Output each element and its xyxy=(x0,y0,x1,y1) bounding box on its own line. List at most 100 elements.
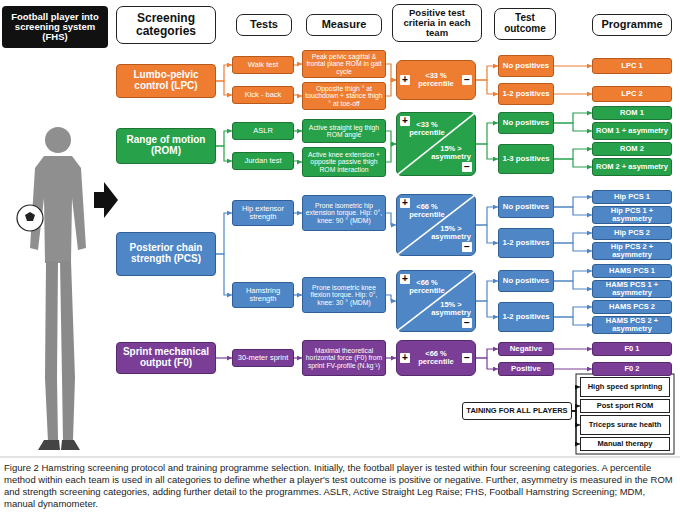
category-box: Range of motion (ROM) xyxy=(116,128,216,164)
measure-box: Opposite thigh ° at touchdown + stance t… xyxy=(302,82,386,110)
node-text: ROM 2 + asymmetry xyxy=(596,163,668,171)
node-text: Prone isometric hip extension torque. Hi… xyxy=(305,202,383,224)
outcome-box: Positive xyxy=(498,362,554,376)
connector xyxy=(554,233,592,243)
connector xyxy=(554,149,592,159)
connector xyxy=(476,80,498,94)
criterion-text: 15% > asymmetry xyxy=(431,225,471,241)
outcome-box: No positives xyxy=(498,270,554,292)
connector xyxy=(476,301,498,317)
node-text: Screening categories xyxy=(120,12,212,38)
criterion-text: 15% > asymmetry xyxy=(431,145,471,161)
training-frame xyxy=(576,374,674,454)
node-text: Range of motion (ROM) xyxy=(121,135,211,157)
programme-box: Hip PCS 1 xyxy=(592,190,672,204)
connector xyxy=(476,144,498,159)
node-text: Walk test xyxy=(248,61,279,69)
node-text: Positive test criteria in each team xyxy=(396,8,478,39)
connector xyxy=(216,254,232,295)
node-text: HAMS PCS 1 xyxy=(609,267,655,275)
node-text: Hip extensor strength xyxy=(235,205,291,221)
node-text: High speed sprinting xyxy=(588,383,663,391)
node-text: No positives xyxy=(503,203,549,211)
split-diagonal-line xyxy=(397,195,475,255)
node-text: HAMS PCS 2 xyxy=(609,303,655,311)
node-text: Peak pelvic sagittal & frontal plane ROM… xyxy=(305,53,383,75)
connector xyxy=(294,64,302,65)
node-text: Programme xyxy=(601,19,662,31)
connector xyxy=(216,65,232,81)
connector xyxy=(554,243,592,251)
connector xyxy=(386,357,396,358)
programme-box: Hip PCS 2 xyxy=(592,226,672,240)
entry-arrow xyxy=(94,182,118,218)
connector xyxy=(476,207,498,225)
connector xyxy=(554,93,592,94)
connector xyxy=(554,197,592,207)
criterion-text: <33 % percentile xyxy=(412,72,460,88)
test-box: Hamstring strength xyxy=(232,282,294,308)
measure-box: Prone isometric knee flexion torque. Hip… xyxy=(302,277,386,313)
connector xyxy=(572,411,580,444)
connector xyxy=(216,213,232,254)
criteria-box: +<33 % percentile15% > asymmetry− xyxy=(396,112,476,176)
node-text: Maximal theoretical horizontal force (F0… xyxy=(305,347,383,369)
node-text: Hamstring strength xyxy=(235,287,291,303)
connector xyxy=(386,64,396,80)
node-text: Football player into screening system (F… xyxy=(6,12,104,43)
programme-box: HAMS PCS 1 + asymmetry xyxy=(592,280,672,298)
criteria-box: +<66 % percentile− xyxy=(396,340,476,376)
sign-icon: − xyxy=(462,242,472,252)
category-box: Sprint mechanical output (F0) xyxy=(116,342,216,374)
sign-icon: + xyxy=(400,353,410,363)
programme-box: HAMS PCS 2 + asymmetry xyxy=(592,316,672,334)
criteria-box: +<66 % percentile15% > asymmetry− xyxy=(396,194,476,256)
category-box: Posterior chain strength (PCS) xyxy=(116,232,216,276)
connector xyxy=(294,212,302,213)
figure-caption: Figure 2 Hamstring screening protocol an… xyxy=(4,462,676,510)
connector xyxy=(476,349,498,358)
node-text: Kick - back xyxy=(245,91,282,99)
player-boot xyxy=(38,440,60,450)
programme-box: LPC 2 xyxy=(592,86,672,102)
node-text: F0 1 xyxy=(624,345,639,353)
football xyxy=(17,205,43,231)
node-text: 1-2 positives xyxy=(502,313,549,321)
test-box: 30-meter sprint xyxy=(232,349,294,367)
node-text: No positives xyxy=(503,119,549,127)
caption-rule xyxy=(0,457,680,458)
node-text: ROM 2 xyxy=(620,145,644,153)
connector xyxy=(554,113,592,123)
measure-box: Maximal theoretical horizontal force (F0… xyxy=(302,340,386,376)
criterion-text: <66 % percentile xyxy=(409,279,445,295)
node-text: Jurdan test xyxy=(244,157,281,165)
measure-box: Active knee extension + opposite passive… xyxy=(302,147,386,177)
node-text: LPC 2 xyxy=(621,90,642,98)
node-text: Opposite thigh ° at touchdown + stance t… xyxy=(305,85,383,107)
programme-box: ROM 1 xyxy=(592,106,672,120)
player-leg xyxy=(45,261,58,442)
column-header: Screening categories xyxy=(116,6,216,44)
node-text: ROM 1 xyxy=(620,109,644,117)
node-text: Lumbo-pelvic control (LPC) xyxy=(121,70,211,92)
criterion-text: 15% > asymmetry xyxy=(431,301,471,317)
training-item-box: Triceps surae health xyxy=(580,415,670,435)
node-text: Active knee extension + opposite passive… xyxy=(305,151,383,173)
outcome-box: 1-2 positives xyxy=(498,83,554,105)
split-diagonal-line xyxy=(397,271,475,331)
sign-icon: + xyxy=(400,75,410,85)
training-item-box: High speed sprinting xyxy=(580,377,670,397)
outcome-box: No positives xyxy=(498,55,554,77)
player-leg xyxy=(60,261,75,442)
outcome-box: No positives xyxy=(498,196,554,218)
node-text: 1-2 positives xyxy=(502,239,549,247)
programme-box: Hip PCS 1 + asymmetry xyxy=(592,206,672,224)
connector xyxy=(554,348,592,349)
node-text: HAMS PCS 2 + asymmetry xyxy=(595,317,669,333)
criterion-text: <66 % percentile xyxy=(409,203,445,219)
sign-icon: − xyxy=(462,318,472,328)
node-text: HAMS PCS 1 + asymmetry xyxy=(595,281,669,297)
connector xyxy=(294,95,302,96)
